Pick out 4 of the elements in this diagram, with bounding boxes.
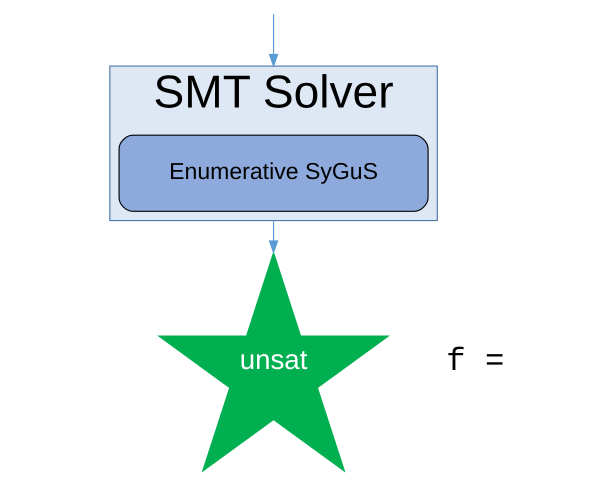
- arrow: [268, 220, 278, 254]
- arrow: [268, 14, 278, 68]
- label: f =: [446, 342, 504, 380]
- node-box: Enumerative SyGuS: [118, 134, 429, 212]
